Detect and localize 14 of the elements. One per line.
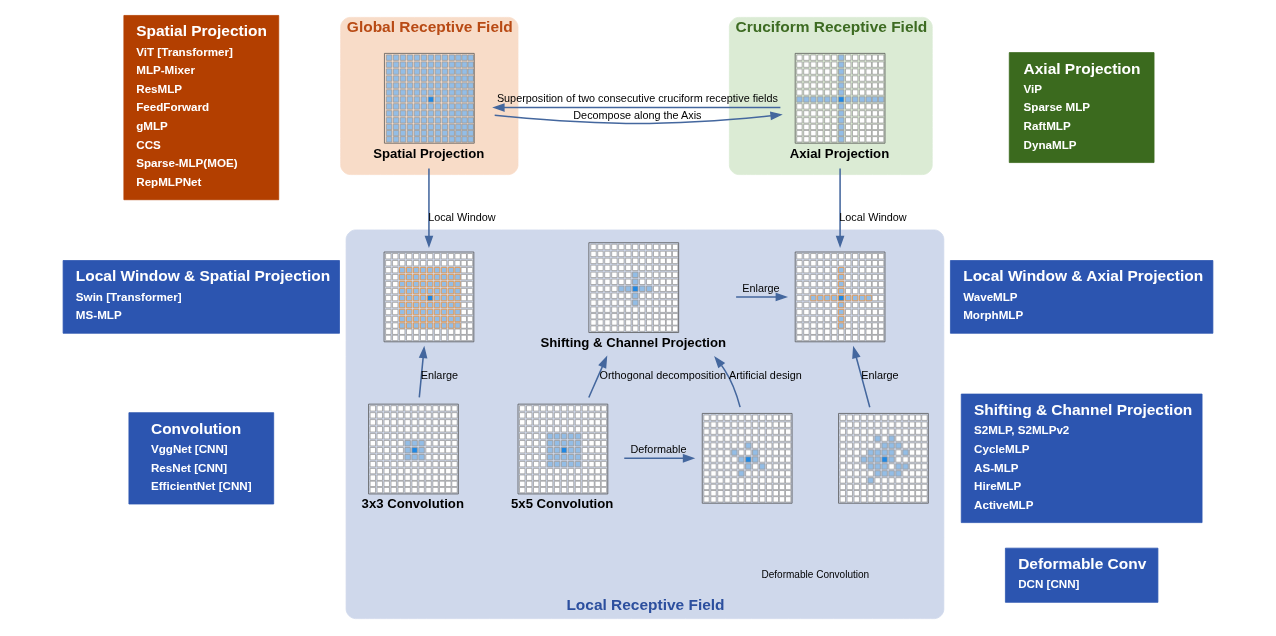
edge-label: Local Window <box>428 210 496 223</box>
edge-label: Artificial design <box>728 368 802 381</box>
edge-label: Deformable <box>630 443 687 456</box>
node-label: Shifting & Channel Projection <box>540 334 727 350</box>
edge-label: Superposition of two consecutive cruciform receptive fields <box>496 92 778 105</box>
edge-label: Decompose along the Axis <box>573 108 702 121</box>
node-label: 3x3 Convolution <box>361 496 464 512</box>
node-label: Spatial Projection <box>373 145 485 161</box>
edge-label: Enlarge <box>742 281 780 294</box>
edge-label: Enlarge <box>861 368 899 381</box>
node-label: 5x5 Convolution <box>511 496 614 512</box>
node-label: Axial Projection <box>789 145 890 161</box>
label: Deformable Convolution <box>761 568 870 580</box>
edge-label: Orthogonal decomposition <box>599 368 726 381</box>
